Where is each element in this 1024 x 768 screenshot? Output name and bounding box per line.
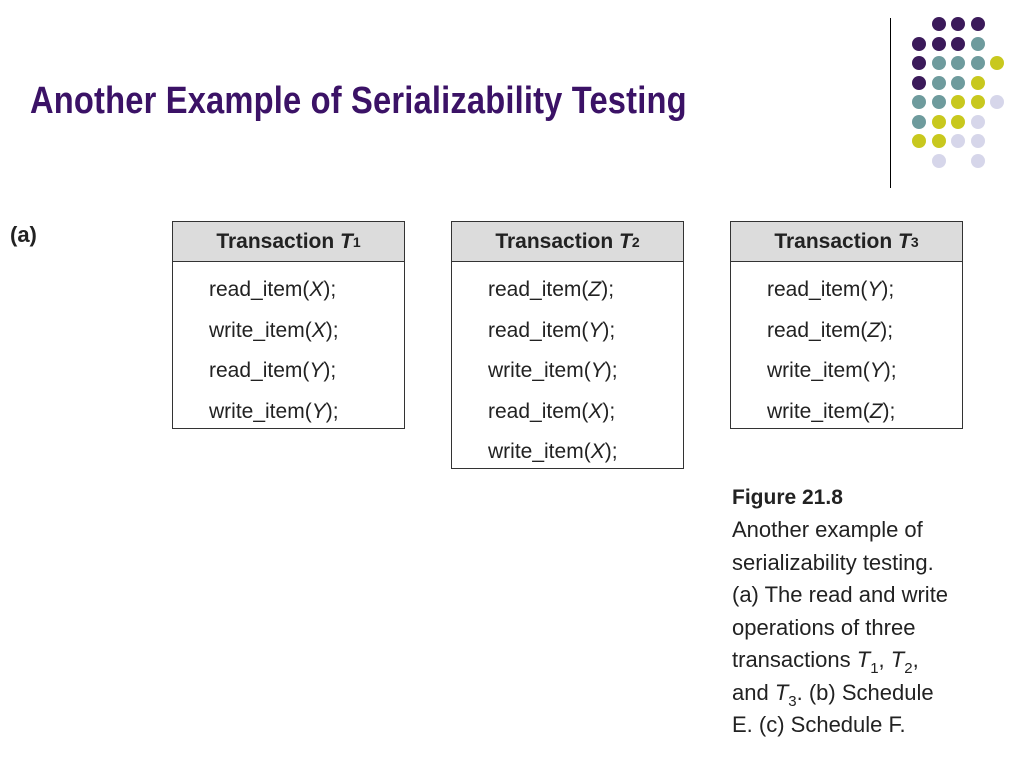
operation-item: read_item(Y); [767,278,895,301]
decorative-dot [970,75,985,90]
decorative-dot [931,153,946,168]
caption-line: transactions T1, T2, [732,647,919,677]
operation-item: read_item(Y); [488,318,616,342]
decorative-dot [970,134,985,148]
header-prefix: Transaction [774,229,893,253]
decorative-dot [912,114,926,129]
decorative-dot [931,75,946,90]
decorative-divider-line [890,18,891,188]
decorative-dot [912,95,926,109]
decorative-dot [970,56,985,70]
panel-label: (a) [10,222,37,247]
caption-line: and T3. (b) Schedule [732,679,934,710]
header-sub: 3 [910,233,919,250]
decorative-dot [970,114,985,129]
operation-item: write_item(Z); [767,399,896,423]
operation-list: read_item(X); write_item(X); read_item(Y… [173,262,404,432]
operation-list: read_item(Y); read_item(Z); write_item(Y… [731,262,962,432]
operation-item: read_item(Z); [767,318,894,342]
header-var: T [619,229,632,253]
slide-title: Another Example of Serializability Testi… [30,80,687,122]
header-var: T [898,229,911,253]
decorative-dot [970,153,985,168]
header-sub: 1 [352,233,361,250]
header-var: T [340,229,353,253]
decorative-dot [912,134,926,148]
operation-item: read_item(X); [488,399,616,423]
operation-item: write_item(Y); [209,399,339,423]
figure-caption: Figure 21.8 Another example of serializa… [732,484,1002,742]
decorative-dot [931,56,946,70]
decorative-dot [951,95,965,109]
decorative-dot [951,56,965,70]
caption-line: E. (c) Schedule F. [732,712,906,737]
decorative-dot [990,95,1004,109]
decorative-dot [931,134,946,148]
header-prefix: Transaction [216,229,335,253]
header-prefix: Transaction [495,229,614,253]
decorative-dot [970,36,985,51]
figure-label: Figure 21.8 [732,486,843,509]
decorative-dot [970,17,985,31]
decorative-dot [912,36,926,51]
operation-item: read_item(X); [209,278,337,301]
decorative-dot [951,75,965,90]
decorative-dot [931,17,946,31]
operation-item: write_item(Y); [767,359,897,382]
decorative-dot [931,95,946,109]
operation-item: write_item(X); [209,318,339,342]
caption-line: Another example of [732,517,923,542]
caption-line: (a) The read and write [732,582,949,607]
operation-item: write_item(X); [488,440,618,463]
decorative-dot [951,36,965,51]
operation-item: write_item(Y); [488,359,618,382]
caption-line: serializability testing. [732,549,934,575]
decorative-dot [951,114,965,129]
header-sub: 2 [631,233,640,250]
caption-line: operations of three [732,614,916,640]
decorative-dot [912,75,926,90]
decorative-dot [951,134,965,148]
operation-item: read_item(Z); [488,278,615,301]
decorative-dot [970,95,985,109]
operation-item: read_item(Y); [209,359,337,382]
decorative-dot [931,114,946,129]
operation-list: read_item(Z); read_item(Y); write_item(Y… [452,262,683,473]
decorative-dot [951,17,965,31]
decorative-dot [912,56,926,70]
decorative-dot [931,36,946,51]
decorative-dot [990,56,1004,70]
